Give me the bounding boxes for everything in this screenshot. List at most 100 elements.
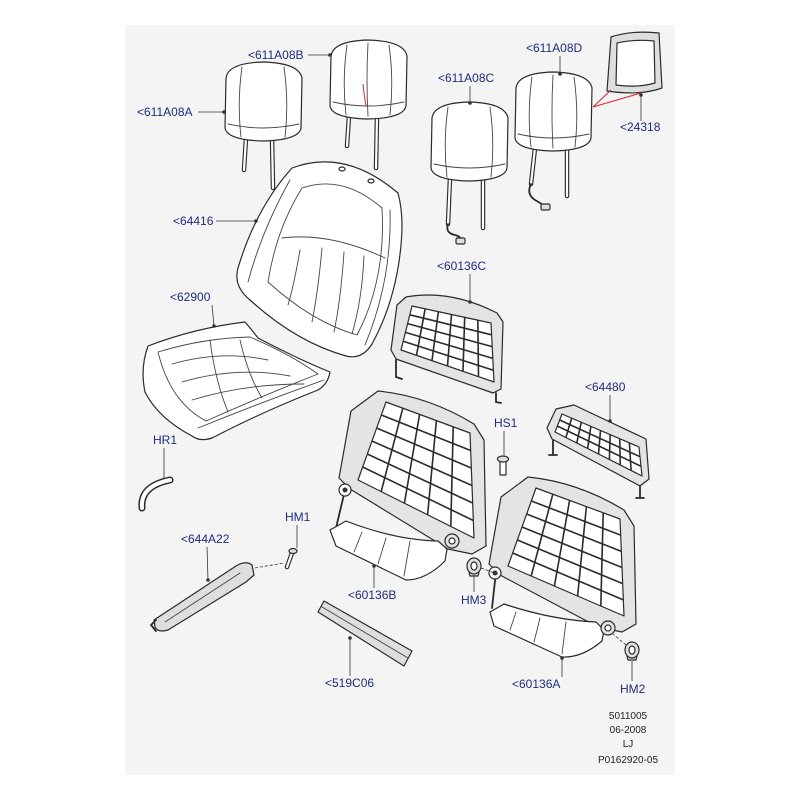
leader-dot-lumbar-panel bbox=[608, 419, 612, 423]
nut-left-fitting-line bbox=[480, 567, 501, 576]
headrest-b-posts bbox=[344, 113, 380, 171]
cushion-cover-front-seam bbox=[197, 379, 325, 429]
clip-body bbox=[139, 478, 172, 510]
headrest-d-posts bbox=[528, 145, 570, 199]
grid-rib-vertical bbox=[608, 434, 611, 460]
leader-dot-headrest-a bbox=[222, 110, 226, 114]
grid-rib-vertical bbox=[628, 442, 632, 471]
frame-a-seat-pan bbox=[489, 603, 605, 658]
frame-b-pivot-center bbox=[448, 537, 456, 545]
callout-611a08d: <611A08D bbox=[526, 41, 582, 55]
backrest-headrest-hole-left bbox=[338, 166, 346, 172]
grid-rib-horizontal bbox=[376, 427, 472, 469]
grid-rib-horizontal bbox=[381, 414, 471, 452]
nut-left-hole bbox=[470, 561, 478, 571]
callout-60136b: <60136B bbox=[348, 588, 396, 602]
headrest-c-post-highlight bbox=[446, 176, 485, 230]
headrest-c-connector bbox=[455, 237, 466, 245]
frame-b-part bbox=[329, 390, 487, 581]
callout-24318: <24318 bbox=[620, 120, 661, 134]
pin-part bbox=[284, 547, 298, 570]
callout-hm3: HM3 bbox=[461, 593, 487, 607]
headrest-b bbox=[329, 39, 408, 171]
frame-a-pivot-center bbox=[604, 624, 612, 632]
reference-block: 5011005 06-2008 LJ P0162920-05 bbox=[598, 711, 658, 766]
headrest-frame-accent-lines bbox=[592, 89, 642, 108]
headrest-c-posts bbox=[445, 175, 486, 231]
leader-dot-trim-strip bbox=[348, 636, 352, 640]
leader-dot-headrest-b bbox=[328, 53, 332, 57]
callout-labels: <611A08A <611A08B <611A08C <611A08D <243… bbox=[137, 41, 661, 696]
upper-frame-grid bbox=[402, 308, 494, 377]
callout-hm2: HM2 bbox=[620, 682, 646, 696]
callout-611a08c: <611A08C bbox=[438, 71, 494, 85]
side-trim-end-cap bbox=[149, 619, 157, 632]
leader-dot-headrest-frame bbox=[639, 93, 643, 97]
frame-b-recliner-knob-center bbox=[342, 487, 348, 493]
leader-dot-frame-a bbox=[560, 656, 564, 660]
backrest-cover-center-panel bbox=[267, 183, 383, 336]
grid-rib-horizontal bbox=[371, 440, 473, 487]
pin-head bbox=[288, 547, 298, 555]
leader-dot-headrest-c bbox=[468, 101, 472, 105]
reference-code: LJ bbox=[623, 739, 634, 750]
reference-number: 5011005 bbox=[609, 711, 648, 722]
cushion-cover-top-panel bbox=[157, 336, 319, 422]
grid-rib-horizontal bbox=[405, 331, 494, 360]
grid-rib-horizontal bbox=[559, 419, 641, 458]
side-trim-edge bbox=[164, 572, 241, 623]
grid-rib-horizontal bbox=[531, 500, 621, 536]
callout-519c06: <519C06 bbox=[325, 676, 374, 690]
nut-left-part bbox=[466, 557, 482, 577]
illustration-number: P0162920-05 bbox=[598, 755, 658, 766]
headrest-a-seams bbox=[227, 66, 300, 138]
headrest-b-seams bbox=[332, 42, 405, 117]
leader-dot-side-trim bbox=[206, 578, 210, 582]
nut-right-part bbox=[624, 641, 640, 661]
grid-rib-horizontal bbox=[366, 453, 474, 504]
upper-frame-part bbox=[390, 294, 504, 404]
callout-64416: <64416 bbox=[173, 214, 214, 228]
callout-62900: <62900 bbox=[170, 290, 211, 304]
grid-rib-vertical bbox=[462, 317, 466, 372]
lumbar-panel-pegs bbox=[548, 439, 645, 499]
grid-rib-horizontal bbox=[521, 526, 623, 569]
leader-side-trim bbox=[206, 546, 209, 581]
reference-date: 06-2008 bbox=[610, 725, 647, 736]
cushion-cover-pleats bbox=[171, 355, 305, 401]
leader-cushion-cover bbox=[211, 304, 215, 327]
leader-dot-headrest-d bbox=[558, 72, 562, 76]
grid-rib-horizontal bbox=[526, 513, 622, 553]
lumbar-panel-part bbox=[546, 404, 650, 499]
headrest-a bbox=[224, 61, 303, 191]
callout-hm1: HM1 bbox=[285, 510, 311, 524]
headrest-d-post-highlight bbox=[529, 146, 569, 198]
leader-dot-upper-frame bbox=[468, 300, 472, 304]
leader-lines bbox=[163, 53, 643, 681]
backrest-cover-pleats bbox=[287, 247, 365, 335]
backrest-cover-cross-seam bbox=[281, 236, 386, 259]
grid-rib-vertical bbox=[446, 314, 453, 367]
trim-strip-part bbox=[317, 600, 413, 667]
callout-611a08b: <611A08B bbox=[248, 48, 304, 62]
backrest-headrest-hole-right bbox=[367, 178, 375, 184]
grid-rib-vertical bbox=[586, 426, 592, 449]
headrest-d bbox=[514, 71, 593, 211]
backrest-cover-outline bbox=[236, 161, 403, 358]
headrest-d-seams bbox=[517, 74, 590, 149]
trim-strip-groove bbox=[321, 606, 409, 659]
grid-rib-horizontal bbox=[517, 539, 623, 585]
grid-rib-horizontal bbox=[362, 466, 474, 522]
callout-60136c: <60136C bbox=[437, 259, 486, 273]
screw-head bbox=[496, 455, 510, 463]
grid-rib-horizontal bbox=[556, 425, 642, 468]
grid-rib-vertical bbox=[477, 320, 480, 377]
grid-rib-horizontal bbox=[402, 340, 494, 371]
headrest-b-pad bbox=[329, 39, 408, 120]
frame-b-grid bbox=[362, 407, 474, 527]
screw-part bbox=[496, 455, 510, 476]
frame-a-grid bbox=[512, 493, 624, 607]
lumbar-panel-grid bbox=[556, 417, 642, 471]
leader-dot-backrest-cover bbox=[254, 219, 258, 223]
